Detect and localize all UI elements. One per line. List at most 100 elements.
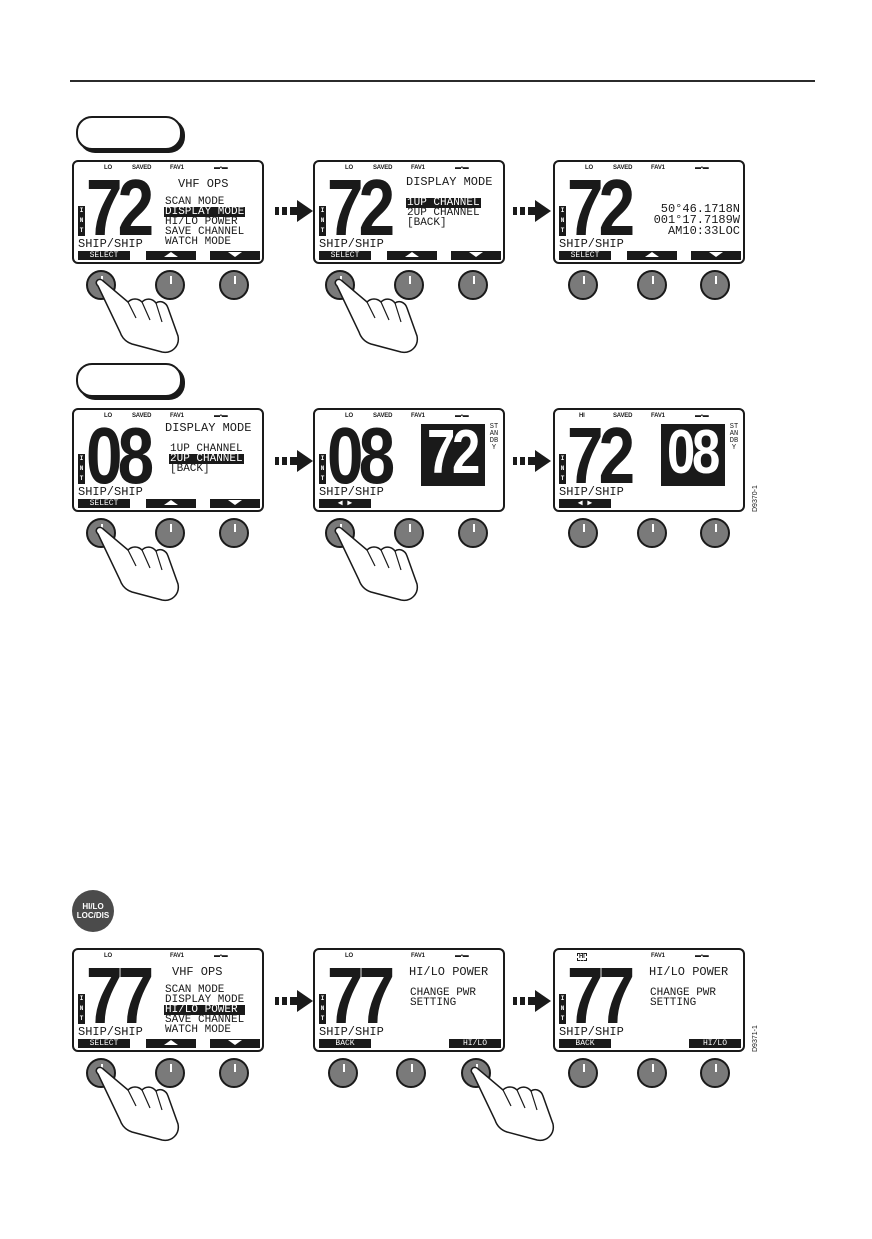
mode-label: SHIP/SHIP — [78, 485, 143, 499]
up-arrow-icon — [164, 1040, 178, 1046]
menu-item[interactable]: 2UP CHANNEL — [407, 207, 480, 219]
status-saved: SAVED — [373, 165, 393, 171]
softkey-button-2[interactable] — [155, 1058, 185, 1088]
up-arrow-icon — [164, 500, 178, 506]
channel-number: 77 — [567, 951, 635, 1040]
pointing-hand-icon — [334, 278, 419, 354]
position-readout: 50°46.1718N 001°17.7189W AM10:33LOC — [641, 202, 741, 237]
menu-item[interactable]: [BACK] — [170, 463, 210, 475]
softkey-button-1[interactable] — [568, 270, 598, 300]
pointing-hand-icon — [470, 1066, 555, 1142]
softkey-back[interactable]: BACK — [319, 1039, 371, 1048]
status-fav: FAV1 — [170, 953, 184, 959]
softkey-button-2[interactable] — [637, 1058, 667, 1088]
menu-title: VHF OPS — [172, 965, 223, 979]
battery-icon: ▬▪▬ — [214, 953, 228, 959]
menu-item[interactable]: WATCH MODE — [165, 236, 232, 248]
menu-item[interactable]: SAVE CHANNEL — [165, 226, 245, 238]
menu-item-selected[interactable]: 2UP CHANNEL — [169, 453, 244, 465]
softkey-button-2[interactable] — [394, 270, 424, 300]
softkey-up[interactable] — [627, 251, 677, 260]
status-fav: FAV1 — [651, 165, 665, 171]
softkey-button-2[interactable] — [394, 518, 424, 548]
softkey-button-1[interactable] — [568, 518, 598, 548]
mode-label: SHIP/SHIP — [319, 1025, 384, 1039]
status-fav: FAV1 — [411, 413, 425, 419]
hilo-button-icon[interactable]: HI/LO LOC/DIS — [72, 890, 114, 932]
mode-label: SHIP/SHIP — [559, 485, 624, 499]
status-power: HI — [579, 413, 585, 419]
menu-item-selected[interactable]: HI/LO POWER — [164, 1005, 246, 1016]
channel-number: 72 — [567, 411, 635, 500]
softkey-button-3[interactable] — [219, 270, 249, 300]
softkey-select[interactable]: SELECT — [78, 1039, 130, 1048]
softkey-button-1[interactable] — [568, 1058, 598, 1088]
softkey-button-3[interactable] — [700, 270, 730, 300]
softkey-button-2[interactable] — [396, 1058, 426, 1088]
softkey-button-1[interactable] — [328, 1058, 358, 1088]
softkey-button-3[interactable] — [458, 270, 488, 300]
pointing-hand-icon — [334, 526, 419, 602]
softkey-down[interactable] — [451, 251, 501, 260]
softkey-down[interactable] — [210, 499, 260, 508]
softkey-up[interactable] — [146, 251, 196, 260]
menu-list: SCAN MODE DISPLAY MODE HI/LO POWER SAVE … — [164, 196, 246, 248]
softkey-button-2[interactable] — [155, 270, 185, 300]
softkey-button-2[interactable] — [155, 518, 185, 548]
figure-code: D9371-1 — [752, 1025, 759, 1052]
next-arrow-icon — [275, 990, 313, 1012]
softkey-button-3[interactable] — [700, 518, 730, 548]
softkey-button-3[interactable] — [700, 1058, 730, 1088]
menu-item[interactable]: DISPLAY MODE — [165, 994, 245, 1006]
softkey-hilo[interactable]: HI/LO — [689, 1039, 741, 1048]
latitude: 50°46.1718N — [660, 202, 740, 216]
menu-item-selected[interactable]: DISPLAY MODE — [164, 206, 246, 218]
softkey-button-2[interactable] — [637, 518, 667, 548]
softkey-button-3[interactable] — [458, 518, 488, 548]
softkey-swap[interactable]: ◀ ▶ — [559, 499, 611, 508]
pointing-hand-icon — [95, 526, 180, 602]
message-line: SETTING — [410, 997, 457, 1009]
softkey-button-2[interactable] — [637, 270, 667, 300]
softkey-select[interactable]: SELECT — [78, 251, 130, 260]
softkey-button-3[interactable] — [219, 518, 249, 548]
menu-item[interactable]: SCAN MODE — [165, 196, 225, 208]
message-line: CHANGE PWR — [650, 987, 717, 999]
softkey-select[interactable]: SELECT — [559, 251, 611, 260]
menu-item[interactable]: SCAN MODE — [165, 984, 225, 996]
status-saved: SAVED — [613, 165, 633, 171]
menu-item[interactable]: 1UP CHANNEL — [170, 443, 243, 455]
menu-item[interactable]: WATCH MODE — [165, 1024, 232, 1036]
menu-item-selected[interactable]: 1UP CHANNEL — [406, 197, 481, 209]
softkey-up[interactable] — [387, 251, 437, 260]
softkey-swap[interactable]: ◀ ▶ — [319, 499, 371, 508]
battery-icon: ▬▪▬ — [214, 165, 228, 171]
next-arrow-icon — [275, 450, 313, 472]
softkey-button-3[interactable] — [219, 1058, 249, 1088]
menu-title: DISPLAY MODE — [406, 175, 493, 189]
menu-item[interactable]: [BACK] — [407, 217, 447, 229]
menu-item[interactable]: HI/LO POWER — [165, 216, 238, 228]
softkey-select[interactable]: SELECT — [78, 499, 130, 508]
channel-number: 72 — [86, 163, 154, 252]
mode-label: SHIP/SHIP — [78, 237, 143, 251]
softkey-select[interactable]: SELECT — [319, 251, 371, 260]
softkey-down[interactable] — [210, 1039, 260, 1048]
softkey-up[interactable] — [146, 499, 196, 508]
softkey-down[interactable] — [210, 251, 260, 260]
softkey-up[interactable] — [146, 1039, 196, 1048]
mode-label: SHIP/SHIP — [559, 1025, 624, 1039]
standby-channel: 08 — [661, 418, 725, 487]
softkey-back[interactable]: BACK — [559, 1039, 611, 1048]
menu-item[interactable]: SAVE CHANNEL — [165, 1014, 245, 1026]
softkey-down[interactable] — [691, 251, 741, 260]
softkey-hilo[interactable]: HI/LO — [449, 1039, 501, 1048]
